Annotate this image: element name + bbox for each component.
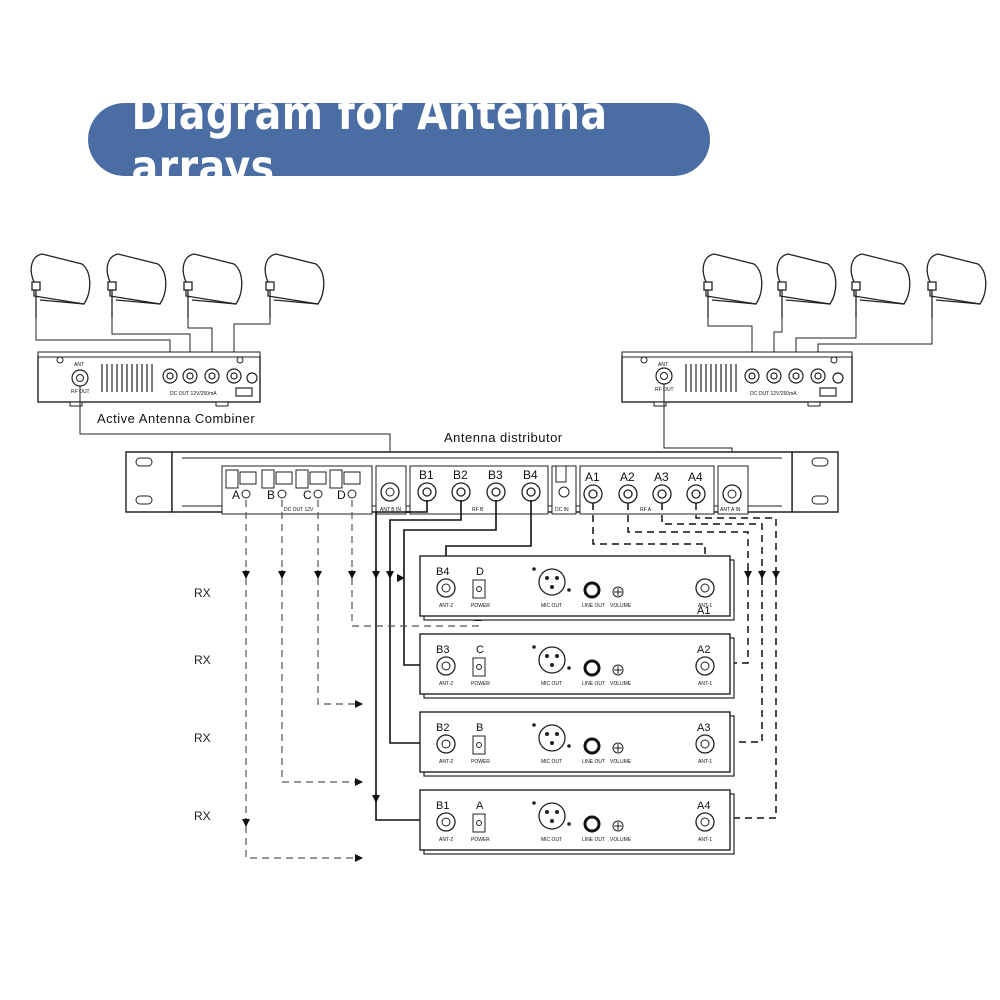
dc-port-a-label: A	[232, 488, 240, 502]
rf-a-cables	[592, 503, 780, 822]
receiver-mic-small: MIC OUT	[541, 681, 562, 687]
paddle-antenna-icon	[182, 253, 243, 318]
paddle-antenna-icon	[776, 253, 837, 318]
rx-label: RX	[194, 586, 211, 600]
receiver-power-letter: D	[476, 566, 484, 578]
dc-power-cables	[242, 500, 482, 862]
receiver-ant2-label: B1	[436, 800, 449, 812]
port-b3-label: B3	[488, 468, 503, 482]
receiver-power-small: POWER	[471, 681, 490, 687]
combiner-ant-label: ANT	[658, 362, 668, 368]
receiver-line-small: LINE OUT	[582, 681, 605, 687]
right-antenna-combiner: ANT RF OUT DC OUT 12V/250mA	[621, 351, 853, 407]
paddle-antenna-icon	[850, 253, 911, 318]
port-a4-label: A4	[688, 470, 703, 484]
antenna-distributor: A B C D DC OUT 12V ANT B IN B1 B2 B3 B4 …	[125, 451, 839, 515]
port-a3-label: A3	[654, 470, 669, 484]
port-b4-label: B4	[523, 468, 538, 482]
receiver-power-letter: B	[476, 722, 483, 734]
distributor-label: Antenna distributor	[444, 430, 563, 445]
dc-port-d-label: D	[337, 488, 346, 502]
port-b2-label: B2	[453, 468, 468, 482]
receiver-ant1-label: A4	[697, 800, 710, 812]
paddle-antenna-icon	[926, 253, 987, 318]
paddle-antenna-icon	[30, 253, 91, 318]
receiver-vol-small: VOLUME	[610, 681, 632, 687]
left-paddle-antennas	[30, 253, 325, 318]
port-a1-label: A1	[585, 470, 600, 484]
receiver-line-small: LINE OUT	[582, 837, 605, 843]
anta-small-label: ANT A IN	[720, 507, 741, 513]
receiver-ant1-small: ANT-1	[698, 837, 712, 843]
receiver-ant2-small: ANT-2	[439, 681, 453, 687]
receiver-ant1-label: A2	[697, 644, 710, 656]
receiver-ant2-label: B2	[436, 722, 449, 734]
dcin-small-label: DC IN	[555, 507, 569, 513]
rfa-small-label: RF A	[640, 507, 652, 513]
receiver-power-letter: C	[476, 644, 484, 656]
rx-label: RX	[194, 653, 211, 667]
receiver-ant2-small: ANT-2	[439, 837, 453, 843]
receiver-line-small: LINE OUT	[582, 759, 605, 765]
rx-label: RX	[194, 731, 211, 745]
rx-label: RX	[194, 809, 211, 823]
port-b1-label: B1	[419, 468, 434, 482]
dc-port-c-label: C	[303, 488, 312, 502]
left-antenna-combiner: ANT RF OUT DC OUT 12V/250mA	[37, 351, 261, 407]
title-banner: Diagram for Antenna arrays	[88, 86, 710, 194]
receiver-power-small: POWER	[471, 759, 490, 765]
receiver-ant1-small: ANT-1	[698, 603, 712, 609]
receiver-ant1-label: A3	[697, 722, 710, 734]
receiver-ant2-small: ANT-2	[439, 759, 453, 765]
combiner-dcout-label: DC OUT 12V/250mA	[170, 391, 217, 397]
paddle-antenna-icon	[106, 253, 167, 318]
receiver-ant2-small: ANT-2	[439, 603, 453, 609]
receiver-line-small: LINE OUT	[582, 603, 605, 609]
combiner-ant-label: ANT	[74, 362, 84, 368]
dc-port-b-label: B	[267, 488, 275, 502]
combiner-dcout-label: DC OUT 12V/250mA	[750, 391, 797, 397]
combiner-label: Active Antenna Combiner	[97, 411, 255, 426]
rfb-small-label: RF B	[472, 507, 484, 513]
receiver-ant1-small: ANT-1	[698, 681, 712, 687]
receiver-mic-small: MIC OUT	[541, 759, 562, 765]
receiver-ant1-label: A1	[697, 605, 710, 617]
receiver-vol-small: VOLUME	[610, 759, 632, 765]
port-a2-label: A2	[620, 470, 635, 484]
receiver-ant2-label: B3	[436, 644, 449, 656]
dcout-small-label: DC OUT 12V	[284, 507, 314, 513]
receiver-power-small: POWER	[471, 837, 490, 843]
antenna-cables	[35, 318, 933, 368]
paddle-antenna-icon	[702, 253, 763, 318]
paddle-antenna-icon	[264, 253, 325, 318]
receiver-mic-small: MIC OUT	[541, 837, 562, 843]
antb-small-label: ANT B IN	[380, 507, 401, 513]
receiver-vol-small: VOLUME	[610, 837, 632, 843]
receiver-power-letter: A	[476, 800, 484, 812]
receiver-ant2-label: B4	[436, 566, 449, 578]
page-title: Diagram for Antenna arrays	[131, 85, 608, 194]
receiver-power-small: POWER	[471, 603, 490, 609]
receiver-mic-small: MIC OUT	[541, 603, 562, 609]
receiver-vol-small: VOLUME	[610, 603, 632, 609]
right-paddle-antennas	[702, 253, 987, 318]
receiver-ant1-small: ANT-1	[698, 759, 712, 765]
